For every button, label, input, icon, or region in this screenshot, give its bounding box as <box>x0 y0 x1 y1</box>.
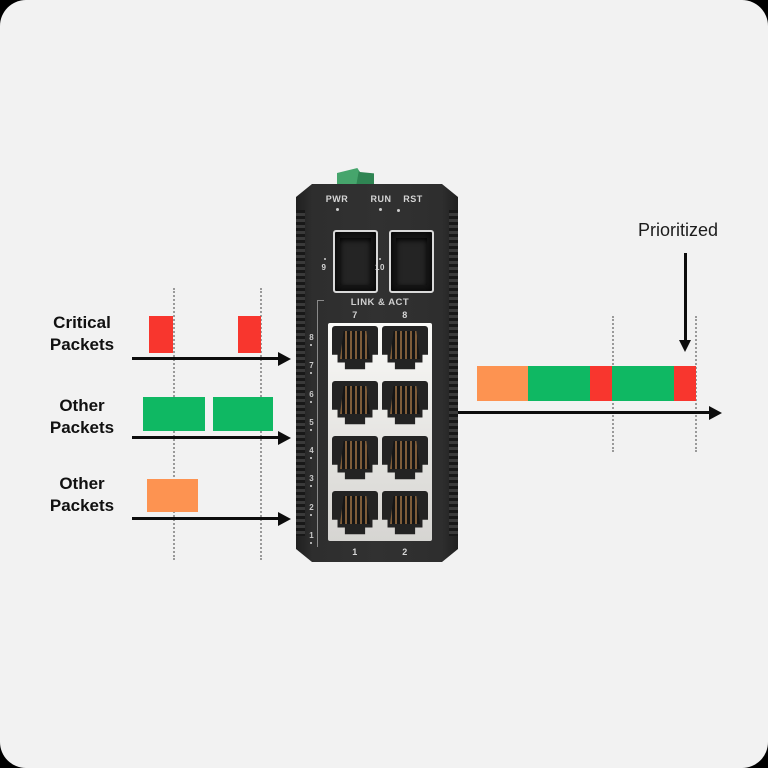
port-led <box>310 541 313 544</box>
other-orange-packet-1 <box>147 479 198 512</box>
time-guide-right-2 <box>695 316 697 452</box>
other-green-stream-arrow <box>132 431 291 445</box>
other-packets-green-label-line1: Other <box>59 396 105 415</box>
rj45-pins <box>390 331 420 359</box>
rj45-port <box>382 326 428 370</box>
port-number-6: 6 <box>309 390 314 403</box>
pwr-led-label: PWR <box>325 194 349 204</box>
sfp-9-led <box>324 258 326 260</box>
rj45-port <box>382 381 428 425</box>
rj45-pins <box>340 331 370 359</box>
link-act-label: LINK & ACT <box>350 297 410 308</box>
output-segment-5 <box>674 366 696 401</box>
port-led <box>310 457 313 460</box>
ethernet-switch: PWR RUN RST 9 10 LINK & ACT <box>296 168 458 562</box>
sfp-10-led <box>379 258 381 260</box>
other-green-packet-1 <box>143 397 205 431</box>
sfp-slot-10-opening <box>396 238 427 285</box>
prioritized-annotation: Prioritized <box>637 220 719 240</box>
output-stream-arrow <box>458 406 722 420</box>
port-number-column: 8 7 6 5 4 3 2 1 <box>305 334 318 544</box>
other-packets-orange-label: Other Packets <box>22 473 142 517</box>
output-segment-2 <box>528 366 590 401</box>
pwr-led-indicator <box>336 208 339 211</box>
sfp-slot-9 <box>333 230 378 293</box>
port-group-bracket <box>317 300 324 547</box>
port-7-label: 7 <box>352 310 358 320</box>
other-packets-orange-label-line2: Packets <box>49 496 115 515</box>
port-number-7: 7 <box>309 362 314 375</box>
port-number-8: 8 <box>309 334 314 346</box>
rj45-pins <box>340 496 370 524</box>
output-packet-sequence <box>477 366 696 401</box>
power-terminal-block <box>337 168 374 186</box>
critical-packets-label: Critical Packets <box>22 312 142 356</box>
rj45-port-panel <box>328 323 432 541</box>
port-number-1: 1 <box>309 531 314 544</box>
port-led <box>310 485 313 488</box>
sfp-slot-10 <box>389 230 434 293</box>
other-packets-green-label: Other Packets <box>22 395 142 439</box>
output-segment-1 <box>477 366 528 401</box>
rj45-port <box>332 326 378 370</box>
port-number-4: 4 <box>309 447 314 460</box>
rj45-port <box>332 436 378 480</box>
port-led <box>310 400 313 403</box>
run-led-indicator <box>379 208 382 211</box>
other-orange-stream-arrow <box>132 512 291 526</box>
rj45-port <box>332 491 378 535</box>
switch-body: PWR RUN RST 9 10 LINK & ACT <box>296 184 458 562</box>
rj45-pins <box>390 441 420 469</box>
sfp-9-label: 9 <box>321 263 327 272</box>
rj45-pins <box>390 386 420 414</box>
port-number-3: 3 <box>309 475 314 488</box>
other-green-packet-2 <box>213 397 273 431</box>
heatsink-fins-left <box>296 210 305 536</box>
sfp-slot-9-opening <box>340 238 371 285</box>
rst-led-indicator <box>397 209 400 212</box>
output-segment-3 <box>590 366 612 401</box>
heatsink-fins-right <box>449 210 458 536</box>
rj45-port <box>332 381 378 425</box>
critical-packets-label-line2: Packets <box>49 335 115 354</box>
output-segment-4 <box>612 366 674 401</box>
other-packets-orange-label-line1: Other <box>59 474 105 493</box>
port-led <box>310 344 313 346</box>
port-2-label: 2 <box>402 547 408 557</box>
rst-led-label: RST <box>403 194 423 204</box>
port-number-5: 5 <box>309 418 314 431</box>
sfp-10-label: 10 <box>375 263 385 272</box>
rj45-port <box>382 436 428 480</box>
prioritized-pointer-arrow <box>679 253 691 352</box>
other-packets-green-label-line2: Packets <box>49 418 115 437</box>
port-number-2: 2 <box>309 503 314 516</box>
rj45-port <box>382 491 428 535</box>
critical-packet-2 <box>238 316 261 353</box>
rj45-pins <box>390 496 420 524</box>
port-led <box>310 372 313 375</box>
critical-stream-arrow <box>132 352 291 366</box>
rj45-pins <box>340 386 370 414</box>
port-1-label: 1 <box>352 547 358 557</box>
critical-packet-1 <box>149 316 173 353</box>
port-8-label: 8 <box>402 310 408 320</box>
port-led <box>310 428 313 431</box>
run-led-label: RUN <box>370 194 392 204</box>
port-led <box>310 513 313 516</box>
critical-packets-label-line1: Critical <box>53 313 111 332</box>
rj45-pins <box>340 441 370 469</box>
